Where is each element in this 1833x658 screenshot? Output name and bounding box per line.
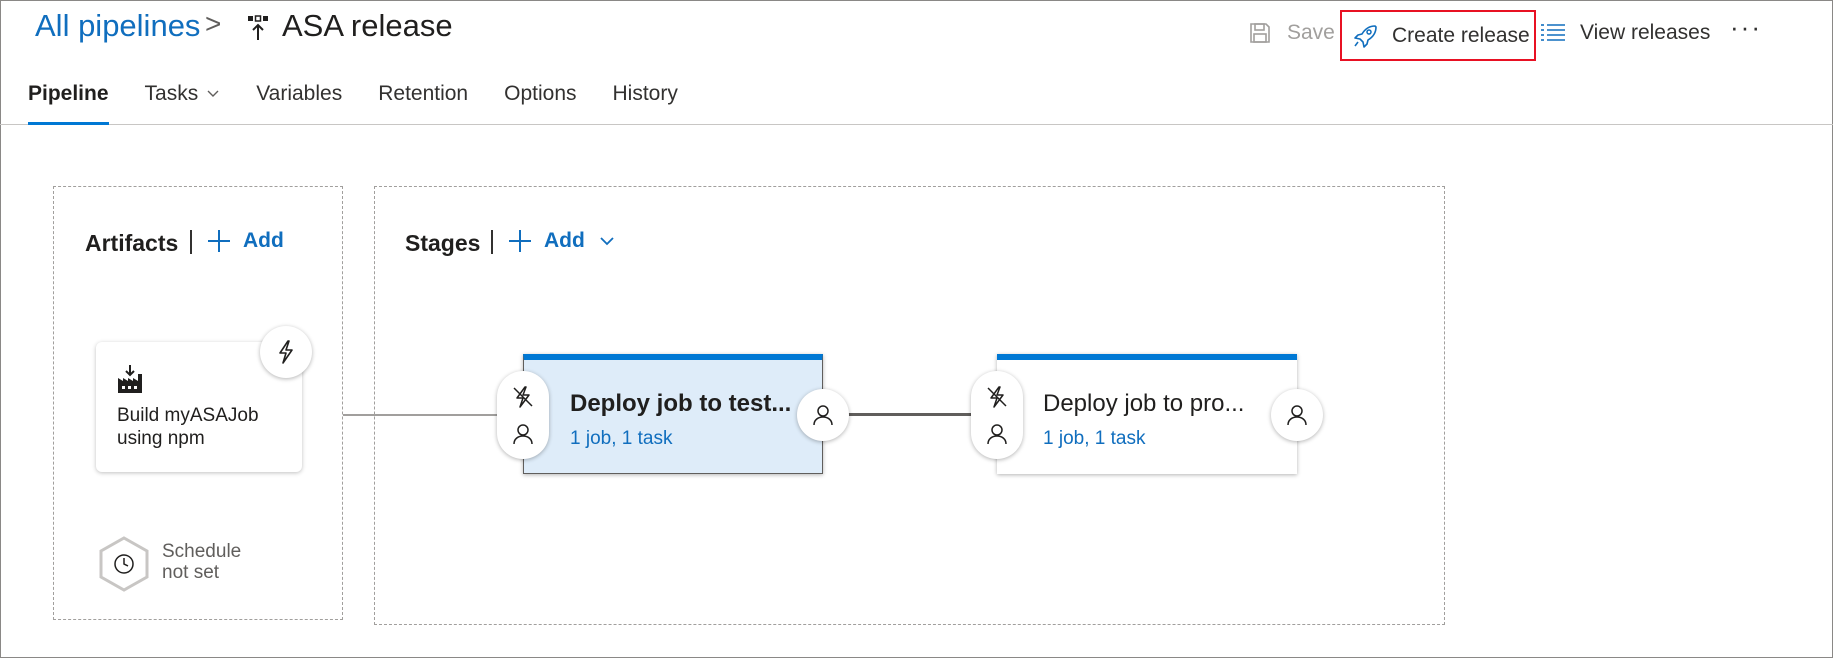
stages-panel [374,186,1445,625]
more-actions-button[interactable]: ··· [1730,11,1762,42]
schedule-line2: not set [162,562,220,583]
save-button[interactable]: Save [1247,16,1335,50]
rocket-icon [1352,23,1378,49]
artifacts-panel [53,186,343,620]
chevron-down-icon [600,237,614,246]
page-title: ASA release [282,8,453,43]
stage-name: Deploy job to test... [570,390,792,417]
create-release-label: Create release [1392,23,1530,47]
tab-options[interactable]: Options [504,82,576,125]
tab-label: Pipeline [28,82,109,105]
tab-tasks[interactable]: Tasks [145,82,221,125]
post-deployment-conditions[interactable] [1271,389,1323,441]
tab-label: History [612,82,678,105]
add-stage-label: Add [544,229,585,252]
tab-label: Options [504,82,577,105]
tab-label: Variables [256,82,343,105]
tab-history[interactable]: History [613,82,678,125]
lightning-slash-icon [987,386,1007,408]
chevron-down-icon [207,90,219,97]
add-stage-button[interactable]: Add [508,229,615,253]
save-icon [1247,20,1273,46]
artifacts-title: Artifacts [85,230,179,256]
person-icon [513,424,533,445]
list-icon [1540,20,1566,46]
person-icon [1287,405,1307,426]
stage-summary-link[interactable]: 1 job, 1 task [1043,428,1146,449]
schedule-button[interactable] [98,536,150,592]
stage-summary-link[interactable]: 1 job, 1 task [570,428,673,449]
tab-pipeline[interactable]: Pipeline [28,82,109,125]
stage-card-test[interactable]: Deploy job to test... 1 job, 1 task [523,354,823,474]
release-pipeline-icon [248,15,268,40]
tab-variables[interactable]: Variables [256,82,342,125]
stage-connector [845,413,975,416]
create-release-button[interactable]: Create release [1340,10,1536,61]
tab-label: Retention [378,82,469,105]
lightning-icon [279,340,293,364]
artifact-name-line1: Build myASAJob [117,405,259,426]
section-divider [190,230,192,254]
artifact-connector [343,414,503,416]
add-artifact-button[interactable]: Add [207,229,284,253]
breadcrumb-separator: > [205,8,222,39]
artifact-label: Build myASAJob using npm [117,404,287,450]
plus-icon [509,230,531,252]
tab-label: Tasks [144,82,199,105]
view-releases-label: View releases [1580,21,1711,44]
add-artifact-label: Add [243,229,284,252]
section-divider [491,230,493,254]
header: All pipelines > ASA release Save Create … [0,0,1833,125]
stage-name: Deploy job to pro... [1043,390,1245,417]
person-icon [987,424,1007,445]
person-icon [813,405,833,426]
pre-deployment-conditions[interactable] [497,371,549,459]
post-deployment-conditions[interactable] [797,389,849,441]
stages-title: Stages [405,230,481,256]
lightning-slash-icon [513,386,533,408]
breadcrumb-all-pipelines[interactable]: All pipelines [35,8,201,43]
tab-bar: Pipeline Tasks Variables Retention Optio… [28,82,714,125]
pre-deployment-conditions[interactable] [971,371,1023,459]
artifact-name-line2: using npm [117,428,205,449]
schedule-line1: Schedule [162,541,242,562]
build-icon [118,365,142,393]
stage-card-production[interactable]: Deploy job to pro... 1 job, 1 task [997,354,1297,474]
artifact-trigger-button[interactable] [260,326,312,378]
plus-icon [208,230,230,252]
save-label: Save [1287,21,1335,44]
tab-retention[interactable]: Retention [378,82,468,125]
view-releases-button[interactable]: View releases [1540,16,1710,50]
schedule-label: Schedule not set [162,541,241,583]
